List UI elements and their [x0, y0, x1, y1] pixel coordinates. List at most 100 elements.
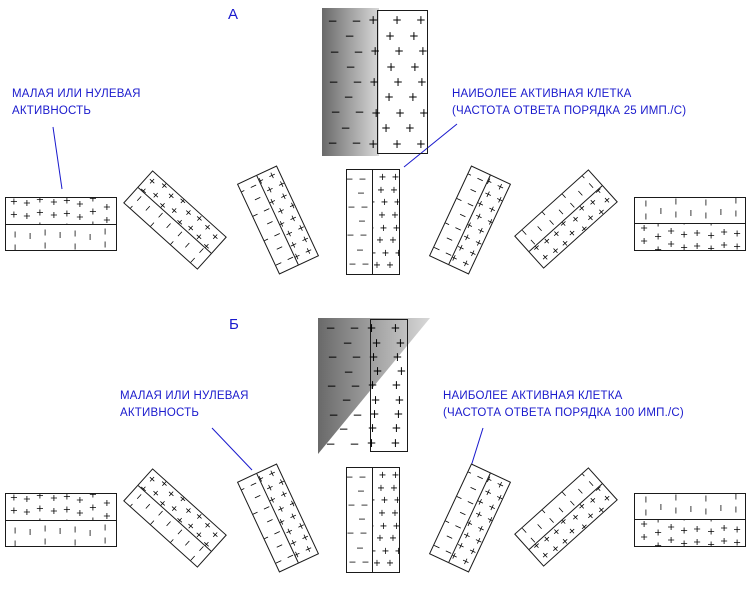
minus-marks-row: − — [343, 90, 359, 105]
plus-marks-row: + + — [717, 524, 729, 546]
plus-marks-row: + + — [638, 520, 650, 542]
label-most-active-a: НАИБОЛЕЕ АКТИВНАЯ КЛЕТКА (ЧАСТОТА ОТВЕТА… — [452, 86, 686, 119]
minus-marks-row: − − — [347, 528, 369, 540]
minus-half: − −−− −−− −−− − — [635, 198, 745, 224]
label-line: АКТИВНОСТЬ — [12, 104, 92, 117]
minus-marks-row: − — [532, 222, 547, 237]
plus-marks-row: + + — [691, 229, 703, 250]
minus-marks-row: − − — [326, 378, 366, 393]
minus-marks-row: − — [456, 507, 470, 522]
leader-line — [403, 123, 458, 168]
plus-marks-row: + + — [717, 228, 729, 250]
plus-marks-row: + + + — [8, 494, 20, 520]
plus-half: + + ++ ++ + ++ ++ + ++ ++ + ++ + — [635, 224, 745, 250]
minus-marks-row: − — [55, 526, 67, 535]
plus-half: + + ++ ++ + ++ ++ + ++ ++ + ++ + — [6, 494, 116, 520]
plus-marks-row: + + + — [368, 136, 431, 151]
plus-marks-row: + + — [370, 392, 410, 407]
minus-marks-row: − − — [70, 524, 82, 546]
minus-marks-row: − — [714, 504, 726, 513]
minus-marks-row: − — [356, 542, 365, 554]
minus-marks-row: − − — [348, 556, 371, 568]
minus-marks-row: − — [684, 505, 696, 514]
stimulus-plus-region: + ++ ++ ++ ++ ++ ++ ++ ++ + — [366, 319, 411, 452]
minus-marks-row: − — [273, 539, 287, 554]
plus-marks-row: + + — [376, 235, 398, 247]
minus-marks-row: − − — [639, 495, 651, 518]
minus-half: − −−− −−− −−− − — [6, 520, 116, 546]
plus-marks-row: + + — [366, 321, 406, 336]
minus-marks-row: − — [573, 485, 588, 500]
minus-marks-row: − — [85, 528, 97, 537]
minus-marks-row: − − — [347, 202, 370, 214]
receptive-field-b-7: − −−− −−− −−− −+ + ++ ++ + ++ ++ + ++ ++… — [634, 493, 746, 547]
minus-marks-row: − − — [325, 321, 365, 336]
minus-marks-row: − − — [327, 135, 367, 150]
plus-marks-row: + + + — [61, 198, 73, 224]
minus-marks-row: − − — [669, 494, 681, 516]
minus-marks-row: − − — [639, 199, 651, 222]
minus-marks-row: − — [358, 216, 367, 228]
minus-marks-row: − − — [100, 522, 112, 545]
plus-marks-row: + + — [638, 224, 650, 246]
minus-marks-row: − — [356, 244, 365, 256]
minus-marks-row: − — [654, 503, 666, 512]
stimulus-plus-region: + + ++ ++ + ++ ++ + ++ ++ + ++ ++ + + — [368, 10, 429, 154]
plus-marks-row: + + — [373, 260, 395, 272]
plus-marks-row: + + + — [651, 520, 663, 546]
plus-marks-row: + + — [371, 335, 411, 350]
minus-half: − −−− −−− −−− − — [347, 170, 373, 274]
minus-marks-row: − − — [669, 198, 681, 220]
plus-marks-row: + + — [378, 209, 399, 221]
plus-marks-row: + + + — [371, 105, 434, 120]
minus-marks-row: − − — [10, 525, 22, 546]
minus-marks-row: − — [343, 364, 359, 379]
receptive-field-b-4: − −−− −−− −−− −+ + ++ ++ + ++ ++ + ++ ++… — [346, 467, 400, 573]
minus-marks-row: − — [654, 207, 666, 216]
minus-marks-row: − − — [699, 198, 711, 221]
stimulus-edge-a: − −−− −−− −−− −−− −+ + ++ ++ + ++ ++ + +… — [322, 8, 430, 156]
minus-marks-row: − — [684, 209, 696, 218]
label-line: МАЛАЯ ИЛИ НУЛЕВАЯ — [120, 390, 249, 402]
receptive-field-a-4: − −−− −−− −−− −+ + ++ ++ + ++ ++ + ++ ++… — [346, 169, 400, 275]
plus-marks-row: + + + — [369, 74, 432, 89]
minus-marks-row: − − — [10, 229, 22, 250]
minus-marks-row: − — [264, 216, 278, 231]
panel-a-letter: А — [228, 6, 239, 23]
minus-marks-row: − — [251, 490, 265, 505]
plus-marks-row: + + — [377, 482, 399, 494]
plus-half: + + ++ ++ + ++ ++ + ++ ++ + ++ + — [6, 198, 116, 224]
plus-marks-row: + + — [48, 494, 60, 515]
minus-marks-row: − — [553, 205, 568, 220]
minus-marks-row: − — [341, 393, 357, 408]
plus-marks-row: + + + — [373, 545, 399, 557]
plus-half: + + ++ ++ + ++ ++ + ++ ++ + ++ + — [373, 468, 399, 572]
plus-marks-row: + + + — [704, 224, 716, 250]
minus-marks-row: − — [264, 514, 278, 529]
plus-marks-row: + + + — [373, 247, 399, 259]
plus-marks-row: + + + — [61, 494, 73, 520]
minus-marks-row: − — [532, 520, 547, 535]
plus-marks-row: + + — [367, 421, 407, 436]
minus-marks-row: − — [55, 230, 67, 239]
minus-marks-row: − — [342, 335, 358, 350]
minus-marks-row: − − — [330, 105, 370, 120]
plus-marks-row: + + + — [35, 494, 47, 520]
receptive-field-a-7: − −−− −−− −−− −+ + ++ ++ + ++ ++ + ++ ++… — [634, 197, 746, 251]
plus-marks-row: + + + — [368, 13, 431, 28]
minus-marks-row: − — [553, 503, 568, 518]
minus-marks-row: − − — [348, 258, 371, 270]
plus-marks-row: + + + — [373, 495, 399, 507]
minus-half: − −−− −−− −−− − — [347, 468, 373, 572]
plus-marks-row: + + + — [731, 224, 743, 250]
label-line: НАИБОЛЕЕ АКТИВНАЯ КЛЕТКА — [443, 390, 623, 402]
label-line: АКТИВНОСТЬ — [120, 406, 200, 419]
panel-b-letter: Б — [229, 316, 239, 333]
plus-marks-row: + + + — [88, 198, 100, 224]
minus-marks-row: − − — [347, 230, 369, 242]
minus-marks-row: − — [456, 209, 470, 224]
plus-marks-row: + + + — [373, 520, 399, 532]
plus-marks-row: + + + — [88, 494, 100, 520]
minus-marks-row: − − — [347, 471, 368, 483]
minus-marks-row: − — [358, 514, 367, 526]
